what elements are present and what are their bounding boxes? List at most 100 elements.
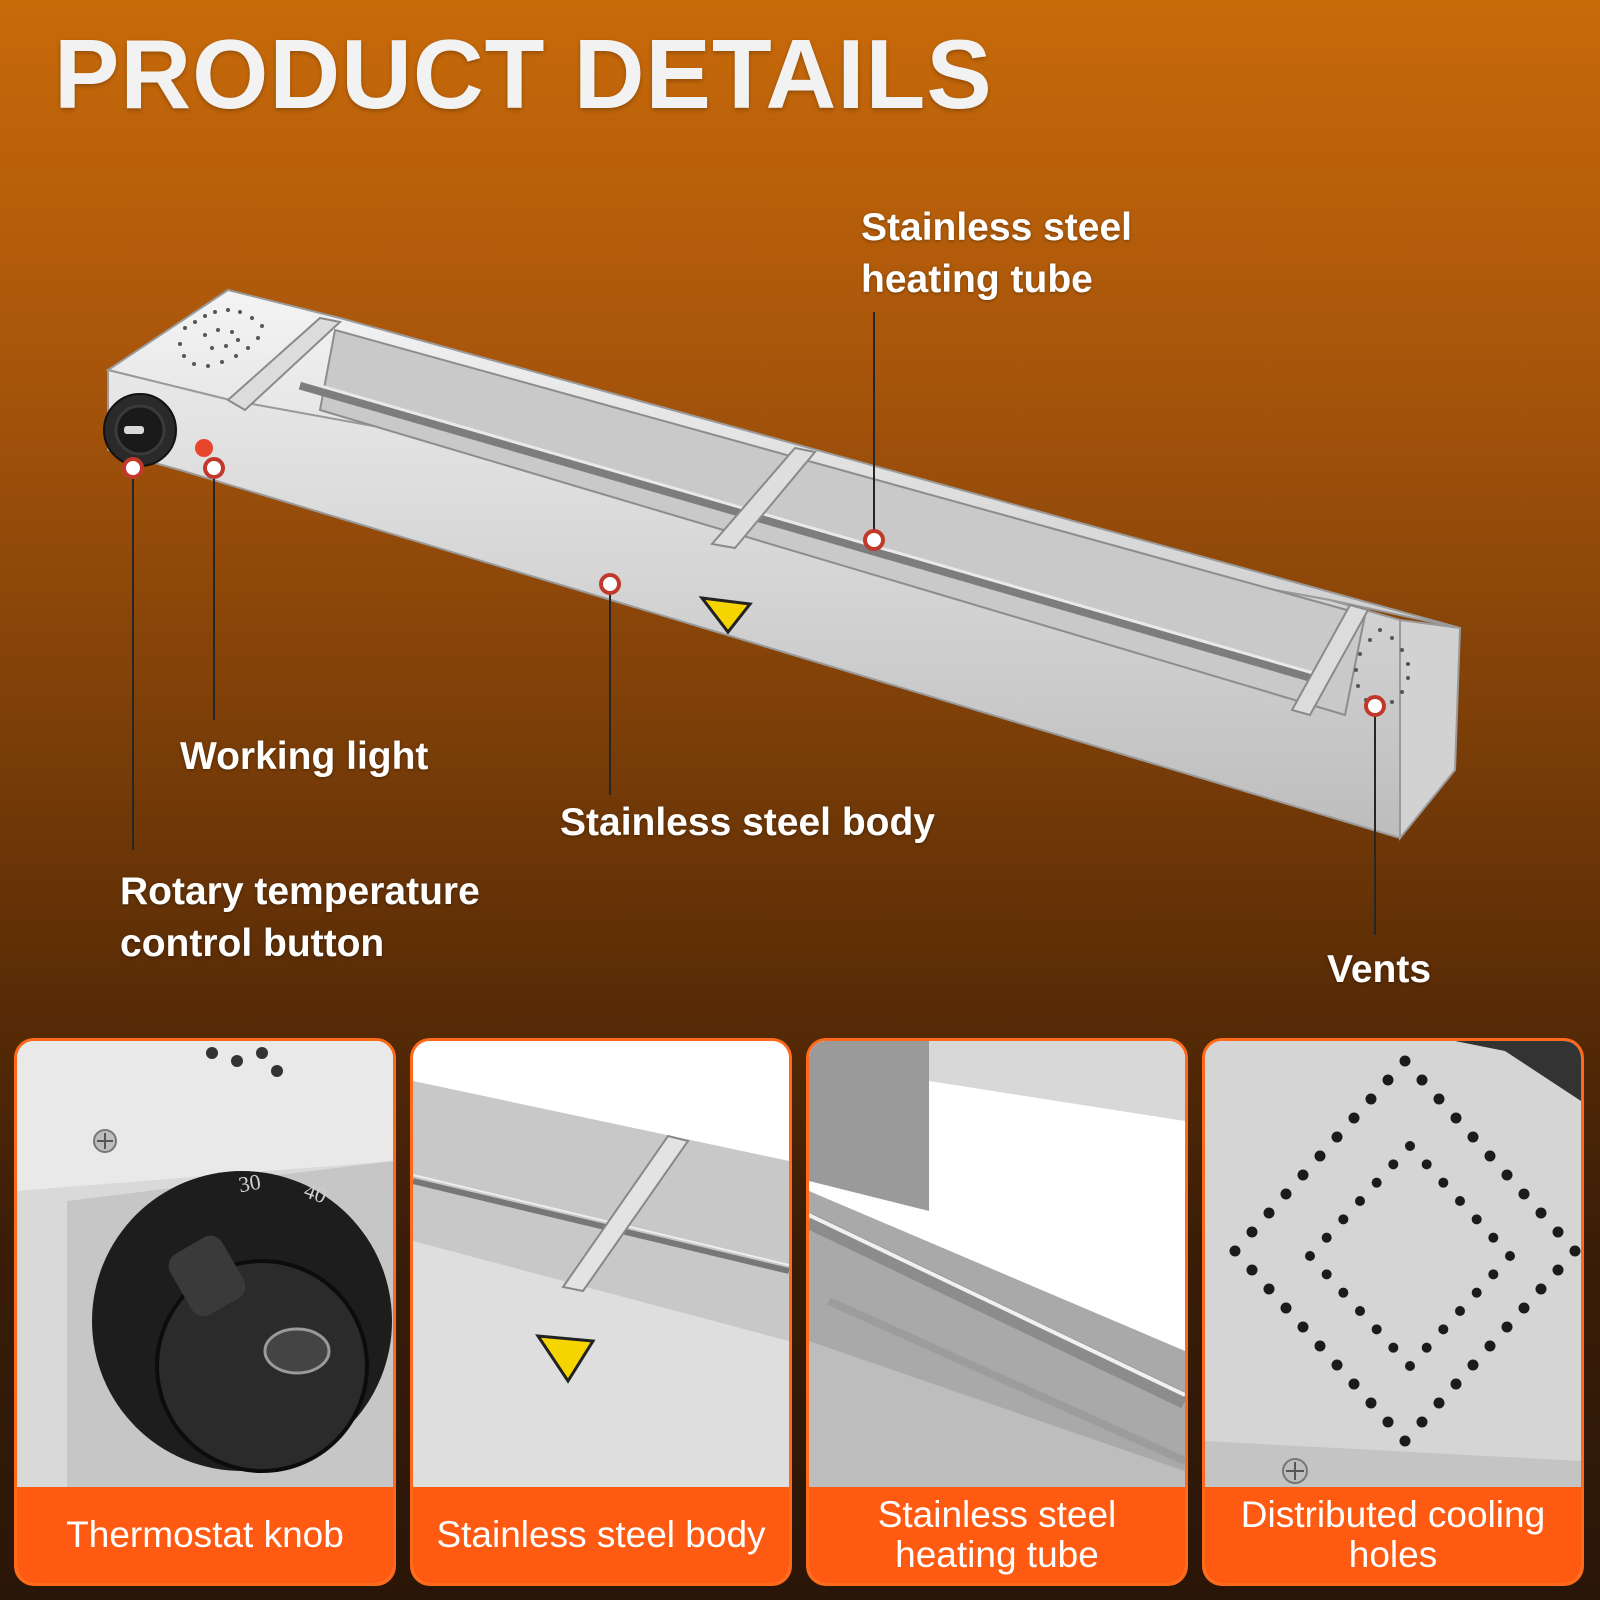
- callout-markers: [122, 457, 1386, 717]
- cooling-hole: [1433, 1397, 1445, 1409]
- thermostat-knob-photo: 30 40: [17, 1041, 393, 1493]
- card-4-line1: Distributed cooling: [1240, 1494, 1546, 1535]
- card-1-line1: Thermostat knob: [66, 1514, 344, 1555]
- callout-body: Stainless steel body: [560, 801, 935, 844]
- left-vent-holes: [178, 308, 264, 368]
- center-bracket: [710, 446, 817, 550]
- cooling-hole: [1280, 1188, 1292, 1200]
- card-4-line2: holes: [1348, 1534, 1438, 1575]
- page-title: PRODUCT DETAILS: [54, 19, 993, 129]
- cooling-hole: [1455, 1196, 1465, 1206]
- right-bracket: [1290, 603, 1370, 717]
- cooling-hole: [1246, 1264, 1258, 1276]
- cooling-hole: [1382, 1416, 1394, 1428]
- card-caption-thermostat: Thermostat knob: [17, 1487, 393, 1583]
- cooling-hole: [1433, 1093, 1445, 1105]
- cooling-hole: [1569, 1245, 1581, 1257]
- cooling-hole: [1455, 1306, 1465, 1316]
- marker-working-light: [203, 457, 225, 479]
- cooling-hole: [1399, 1055, 1411, 1067]
- left-bracket: [226, 316, 343, 412]
- temperature-knob-icon: [103, 393, 177, 467]
- callout-rotary-line1: Rotary temperature: [120, 870, 480, 913]
- heating-tube-highlight: [299, 378, 1321, 677]
- cooling-hole: [1501, 1321, 1513, 1333]
- stainless-body-photo: [413, 1041, 789, 1493]
- cooling-hole: [1371, 1177, 1382, 1188]
- marker-vents: [1364, 695, 1386, 717]
- cooling-hole: [1331, 1359, 1343, 1371]
- cooling-hole: [1518, 1302, 1530, 1314]
- cooling-hole: [1229, 1245, 1241, 1257]
- callout-heating-tube-line2: heating tube: [861, 258, 1093, 301]
- cooling-hole: [1416, 1074, 1428, 1086]
- cooling-holes-photo: [1205, 1041, 1581, 1493]
- card-2-line1: Stainless steel body: [436, 1514, 766, 1555]
- cooling-hole: [1471, 1214, 1482, 1225]
- cooling-hole: [1488, 1269, 1499, 1280]
- cooling-hole: [1405, 1141, 1415, 1151]
- cooling-hole: [1388, 1342, 1399, 1353]
- cooling-hole: [1355, 1306, 1365, 1316]
- cooling-hole: [1246, 1226, 1258, 1238]
- cooling-hole: [1371, 1324, 1382, 1335]
- heater-end-face: [1399, 618, 1462, 841]
- cooling-hole: [1421, 1159, 1432, 1170]
- card-caption-cooling: Distributed cooling holes: [1205, 1487, 1581, 1583]
- cooling-hole: [1297, 1169, 1309, 1181]
- cooling-hole: [1305, 1251, 1315, 1261]
- cooling-hole: [1484, 1340, 1496, 1352]
- card-heating-tube: Stainless steel heating tube: [806, 1038, 1188, 1586]
- cooling-hole: [1535, 1207, 1547, 1219]
- cooling-hole: [1438, 1324, 1449, 1335]
- working-light-icon: [195, 439, 213, 457]
- cooling-hole: [1297, 1321, 1309, 1333]
- card-stainless-body: Stainless steel body: [410, 1038, 792, 1586]
- cooling-hole: [1263, 1207, 1275, 1219]
- cooling-hole: [1505, 1251, 1515, 1261]
- cooling-hole: [1365, 1093, 1377, 1105]
- cooling-hole: [1314, 1340, 1326, 1352]
- cooling-hole: [1450, 1112, 1462, 1124]
- cooling-hole: [1421, 1342, 1432, 1353]
- cooling-hole: [1552, 1226, 1564, 1238]
- cooling-hole: [1471, 1287, 1482, 1298]
- cooling-hole: [1399, 1435, 1411, 1447]
- cooling-hole: [1450, 1378, 1462, 1390]
- warning-triangle-icon: [535, 1334, 596, 1384]
- detail-cards: 30 40 Thermostat knob Stainless steel bo…: [0, 1038, 1600, 1600]
- card-caption-body: Stainless steel body: [413, 1487, 789, 1583]
- callout-heating-tube: Stainless steel heating tube: [861, 202, 1132, 306]
- card-3-line2: heating tube: [895, 1534, 1099, 1575]
- callout-heating-tube-line1: Stainless steel: [861, 206, 1132, 249]
- cooling-hole: [1280, 1302, 1292, 1314]
- cooling-hole-dots: [1229, 1055, 1581, 1447]
- heating-tube-line: [298, 380, 1322, 685]
- hero-product-view: Stainless steel heating tube Working lig…: [103, 202, 1462, 991]
- cooling-hole: [1382, 1074, 1394, 1086]
- warning-triangle-icon: [698, 596, 753, 635]
- cooling-hole: [1405, 1361, 1415, 1371]
- callout-rotary: Rotary temperature control button: [120, 866, 480, 970]
- cooling-hole: [1321, 1232, 1332, 1243]
- cooling-hole: [1488, 1232, 1499, 1243]
- marker-rotary: [122, 457, 144, 479]
- card-cooling-holes: Distributed cooling holes: [1202, 1038, 1584, 1586]
- callout-working-light: Working light: [180, 735, 429, 778]
- callout-vents: Vents: [1327, 948, 1432, 991]
- card-caption-heating-tube: Stainless steel heating tube: [809, 1487, 1185, 1583]
- cooling-hole: [1552, 1264, 1564, 1276]
- marker-heating-tube: [863, 529, 885, 551]
- cooling-hole: [1467, 1359, 1479, 1371]
- cooling-hole: [1365, 1397, 1377, 1409]
- cooling-hole: [1263, 1283, 1275, 1295]
- cooling-hole: [1416, 1416, 1428, 1428]
- cooling-hole: [1331, 1131, 1343, 1143]
- cooling-hole: [1467, 1131, 1479, 1143]
- cooling-hole: [1438, 1177, 1449, 1188]
- cooling-hole: [1338, 1287, 1349, 1298]
- cooling-hole: [1518, 1188, 1530, 1200]
- knob-tick-30: 30: [237, 1169, 263, 1197]
- cooling-hole: [1348, 1378, 1360, 1390]
- cooling-hole: [1501, 1169, 1513, 1181]
